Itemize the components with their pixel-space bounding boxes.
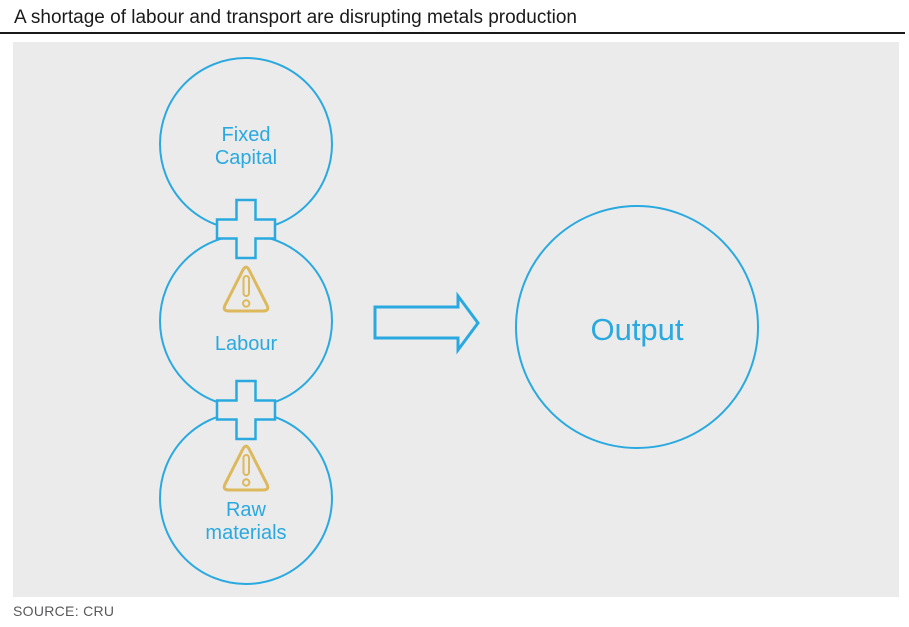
- diagram-canvas: [159, 57, 759, 585]
- raw-materials-label-line2: materials: [205, 522, 287, 544]
- output-circle: [515, 205, 759, 449]
- output-label: Output: [590, 312, 684, 347]
- labour-label: Labour: [146, 333, 346, 356]
- arrow-right-icon: [373, 291, 480, 355]
- fixed-capital-label-line1: Fixed: [221, 124, 271, 146]
- fixed-capital-label: Fixed Capital: [146, 124, 346, 170]
- labour-label-line1: Labour: [214, 333, 278, 355]
- title-divider: [0, 32, 905, 34]
- plus-icon: [215, 198, 277, 260]
- fixed-capital-label-line2: Capital: [214, 147, 278, 169]
- chart-title: A shortage of labour and transport are d…: [14, 7, 577, 28]
- warning-icon: [222, 265, 270, 313]
- raw-materials-label: Raw materials: [146, 499, 346, 545]
- diagram-panel: Fixed Capital Labour Raw materials Outpu…: [13, 42, 899, 597]
- source-attribution: SOURCE: CRU: [13, 603, 115, 619]
- plus-icon: [215, 379, 277, 441]
- raw-materials-label-line1: Raw: [225, 499, 266, 521]
- warning-icon: [222, 444, 270, 492]
